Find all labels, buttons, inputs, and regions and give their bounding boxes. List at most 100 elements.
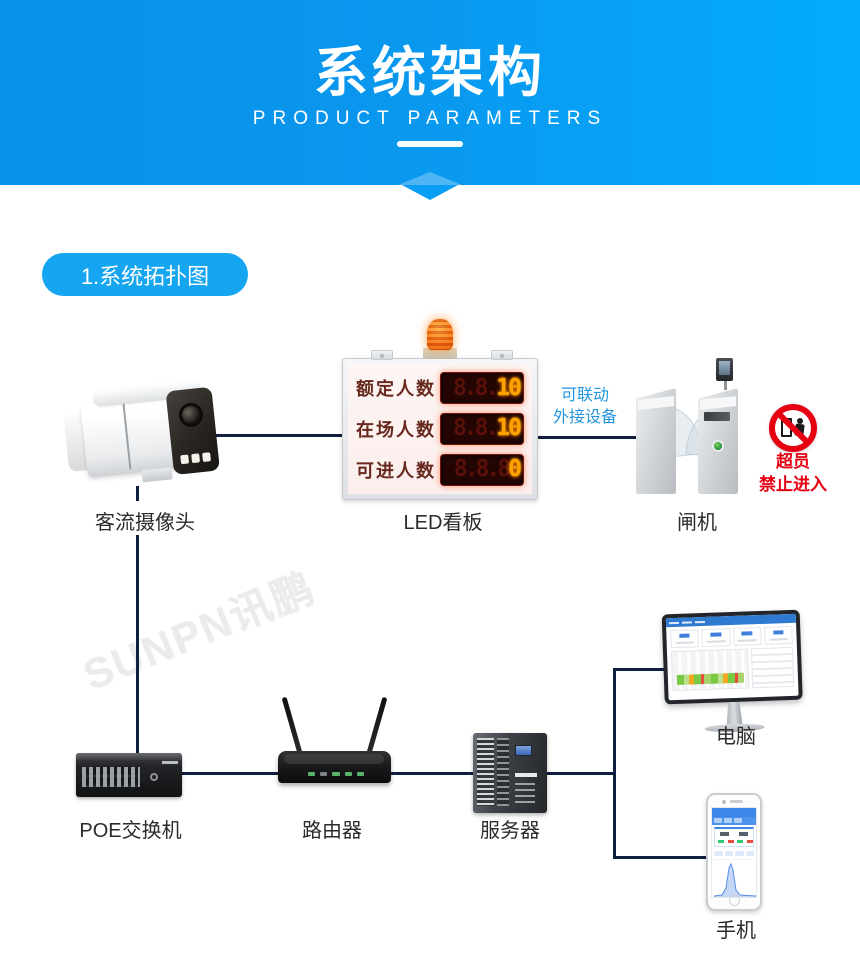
warning-text: 超员 禁止进入 [748, 450, 838, 496]
switch-logo-strip [162, 761, 178, 764]
camera-mount-bracket [141, 467, 173, 483]
led-row-rated: 额定人数 8.8. 10 [356, 372, 524, 405]
led-board-face: 额定人数 8.8. 10 在场人数 8.8. 10 可进人数 8.8.8 0 [348, 364, 532, 494]
router-illustration [278, 693, 393, 793]
led-row-allowed: 可进人数 8.8.8 0 [356, 453, 524, 486]
no-entry-sign-icon [769, 404, 817, 452]
brand-watermark: SUNPN讯鹏 [76, 563, 322, 699]
line-junction-pc [613, 668, 666, 671]
router-body [278, 751, 391, 783]
app-header-bar [712, 808, 756, 817]
camera-illustration [59, 372, 230, 500]
led-display-allowed: 8.8.8 0 [440, 453, 524, 486]
led-ghost-digits: 8.8. [452, 415, 499, 442]
led-ghost-digits: 8.8. [452, 374, 499, 401]
line-chart-svg [713, 862, 756, 897]
camera-front-face [165, 386, 220, 476]
label-led-board: LED看板 [403, 512, 483, 534]
camera-ir-leds [180, 452, 211, 465]
dashboard-heatmap-chart [670, 648, 750, 692]
line-server-junction [545, 772, 616, 775]
face-reader-icon [716, 358, 733, 381]
led-value: 10 [496, 415, 522, 442]
switch-ports [82, 767, 140, 787]
led-ghost-digits: 8.8.8 [453, 456, 511, 483]
led-board-bracket-left [371, 350, 393, 360]
header-banner: 系统架构 PRODUCT PARAMETERS [0, 0, 860, 185]
led-row-present: 在场人数 8.8. 10 [356, 412, 524, 445]
annotation-line1: 可联动 [560, 387, 609, 404]
label-gate: 闸机 [677, 512, 717, 534]
banner-notch-triangle [402, 185, 458, 200]
page-title: 系统架构 [314, 43, 546, 103]
phone-front-camera [722, 800, 726, 804]
warning-line2: 禁止进入 [759, 475, 827, 494]
alarm-beacon-icon [427, 319, 453, 350]
led-row-name: 额定人数 [356, 379, 436, 400]
server-vent-middle [497, 738, 509, 806]
gate-pass-light-icon [712, 440, 724, 452]
dashboard-side-list [751, 646, 795, 689]
line-switch-router [180, 772, 282, 775]
app-filter-pills [712, 849, 756, 858]
line-junction-phone [613, 856, 708, 859]
gate-pillar-top [700, 396, 736, 410]
switch-knob [150, 773, 158, 781]
label-server: 服务器 [480, 820, 540, 842]
router-leds [308, 772, 365, 776]
line-router-server [388, 772, 475, 775]
annotation-line2: 外接设备 [552, 409, 617, 426]
gate-pillar-right [698, 388, 738, 494]
router-antenna-right [366, 696, 388, 756]
switch-top-edge [76, 753, 182, 760]
page-subtitle: PRODUCT PARAMETERS [252, 108, 608, 129]
led-row-name: 在场人数 [356, 419, 436, 440]
led-display-rated: 8.8. 10 [440, 372, 524, 405]
section-topology-label: 1.系统拓扑图 [80, 263, 210, 289]
divider-line [397, 141, 463, 147]
warning-line1: 超员 [776, 452, 810, 471]
label-phone: 手机 [716, 920, 756, 942]
server-illustration [473, 733, 547, 813]
app-tab-buttons [712, 817, 756, 825]
router-antenna-left [281, 696, 303, 756]
led-board-illustration: 额定人数 8.8. 10 在场人数 8.8. 10 可进人数 8.8.8 0 [342, 319, 538, 500]
label-pc: 电脑 [716, 726, 756, 748]
app-stats-card [714, 827, 754, 847]
phone-illustration [706, 793, 762, 911]
gate-indicator-screen [704, 412, 730, 421]
server-drive-slot [515, 773, 537, 777]
led-board-bracket-right [491, 350, 513, 360]
dashboard-main [667, 646, 798, 692]
turnstile-illustration [636, 358, 762, 498]
phone-speaker [730, 800, 743, 803]
monitor-frame [661, 609, 803, 705]
server-vent-left [477, 738, 494, 806]
camera-lens-icon [177, 401, 205, 429]
label-camera: 客流摄像头 [95, 512, 195, 534]
app-line-chart [713, 859, 756, 897]
chevron-up-decoration [398, 172, 462, 185]
monitor-screen [665, 613, 799, 701]
annotation-linkage: 可联动 外接设备 [535, 385, 635, 429]
line-camera-down-upper [136, 486, 139, 501]
gate-pillar-left [636, 388, 676, 494]
line-camera-switch [136, 535, 139, 755]
router-gloss [284, 754, 384, 764]
line-camera-ledboard [213, 434, 342, 437]
led-value: 0 [508, 456, 522, 483]
no-entry-person-head [797, 418, 803, 424]
line-junction-vertical [613, 668, 616, 859]
section-topology-pill: 1.系统拓扑图 [42, 253, 248, 296]
label-poe-switch: POE交换机 [79, 820, 182, 842]
led-display-present: 8.8. 10 [440, 412, 524, 445]
led-value: 10 [496, 374, 522, 401]
led-row-name: 可进人数 [356, 460, 436, 481]
heatmap-strip [676, 672, 745, 685]
poe-switch-illustration [76, 753, 182, 797]
phone-screen [711, 807, 757, 898]
label-router: 路由器 [302, 820, 362, 842]
server-drive-bays [515, 783, 535, 805]
beacon-base [423, 348, 457, 359]
server-screen-icon [515, 745, 532, 756]
